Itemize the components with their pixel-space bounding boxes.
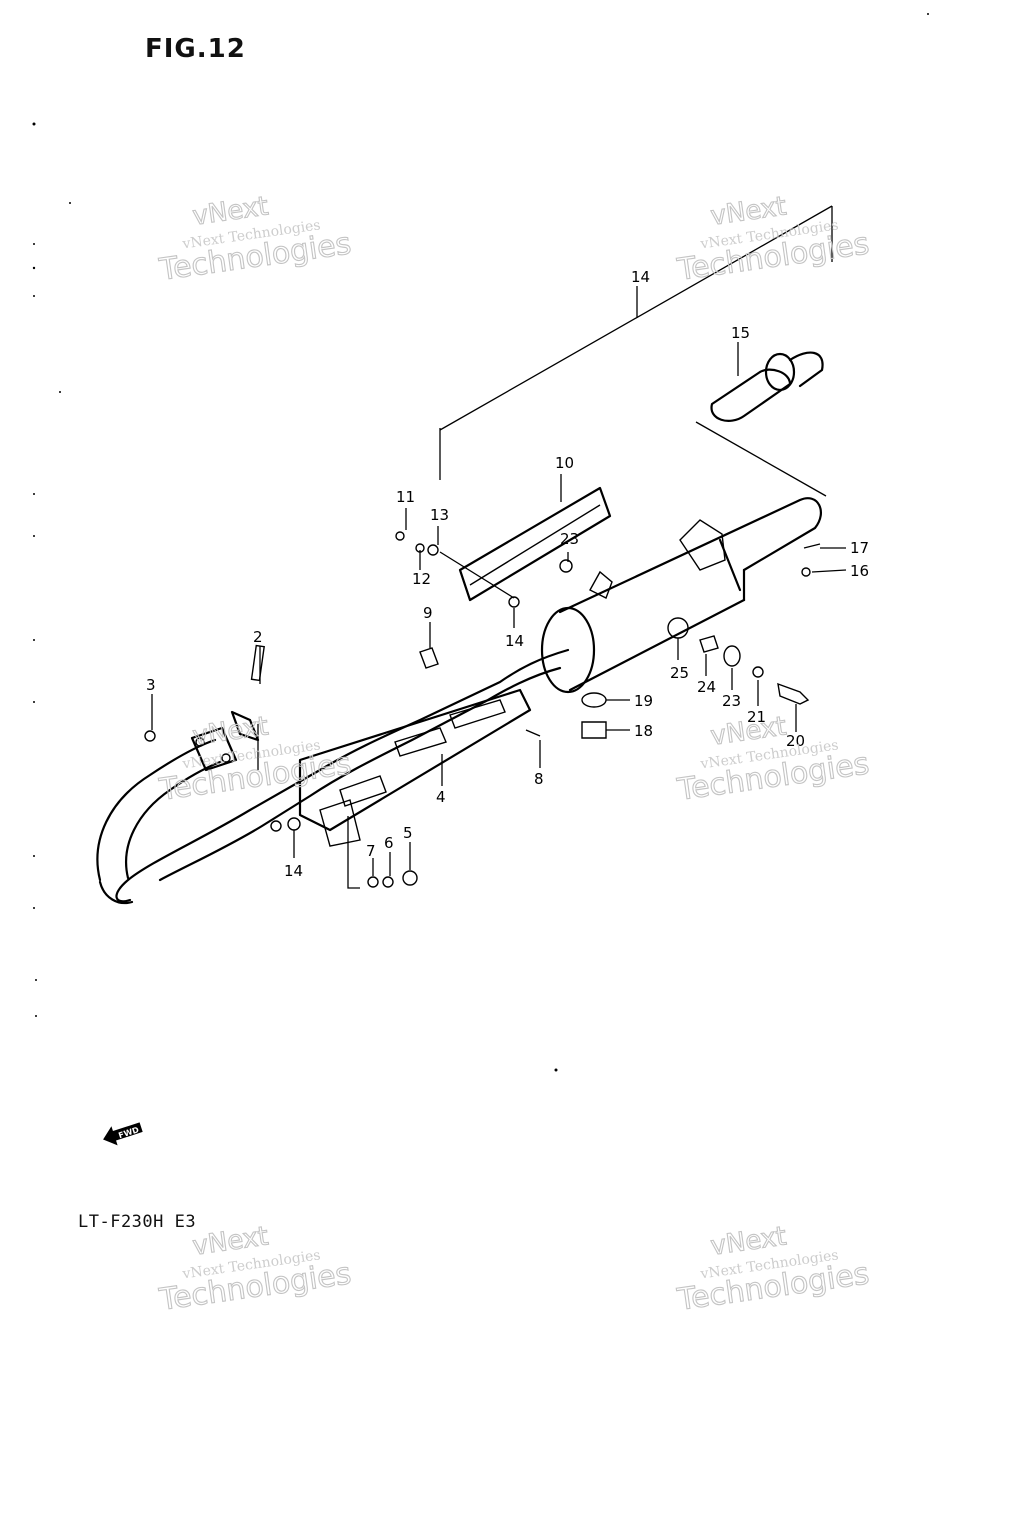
label-25: 25 [670,664,689,682]
exhaust-pipe [96,648,570,905]
label-3: 3 [146,676,156,694]
label-24: 24 [697,678,716,696]
watermark-4: vNext vNext Technologies Technologies [674,711,872,809]
pipe-heat-shield [298,688,532,847]
label-2: 2 [253,628,263,646]
label-16: 15 [731,324,750,342]
watermark-3: vNext vNext Technologies Technologies [156,711,354,809]
label-8: 8 [534,770,544,788]
label-14a: 14 [505,632,524,650]
label-17: 16 [850,562,869,580]
watermark-2: vNext vNext Technologies Technologies [674,191,872,289]
label-20: 19 [634,692,653,710]
label-11: 11 [396,488,415,506]
watermark-6: vNext vNext Technologies Technologies [674,1221,872,1319]
label-6: 6 [384,834,394,852]
watermarks: vNext vNext Technologies Technologies vN… [156,191,872,1319]
scan-specks [32,13,929,1072]
figure-title: FIG.12 [145,34,246,64]
label-18: 17 [850,539,869,557]
label-15: 14 [631,268,650,286]
front-arrow-label: FWD [117,1125,140,1140]
label-23b: 23 [722,692,741,710]
watermark-5: vNext vNext Technologies Technologies [156,1221,354,1319]
leader-lines [151,205,847,889]
label-4: 4 [436,788,446,806]
label-10: 10 [555,454,574,472]
front-arrow: FWD [103,1122,143,1146]
muffler-heat-shield [458,486,612,602]
label-22: 21 [747,708,766,726]
tail-pipe [710,351,824,422]
model-code: LT-F230H E3 [78,1212,197,1232]
muffler [540,497,822,694]
label-7: 7 [366,842,376,860]
watermark-1: vNext vNext Technologies Technologies [156,191,354,289]
label-9: 9 [423,604,433,622]
label-12: 12 [412,570,431,588]
label-23a: 23 [560,530,579,548]
label-21: 20 [786,732,805,750]
part-labels: 14 15 10 11 13 23 12 14 9 2 3 4 14 7 6 5… [146,268,869,880]
label-5: 5 [403,824,413,842]
label-19: 18 [634,722,653,740]
hardware [144,531,821,888]
label-14b: 14 [284,862,303,880]
label-13: 13 [430,506,449,524]
